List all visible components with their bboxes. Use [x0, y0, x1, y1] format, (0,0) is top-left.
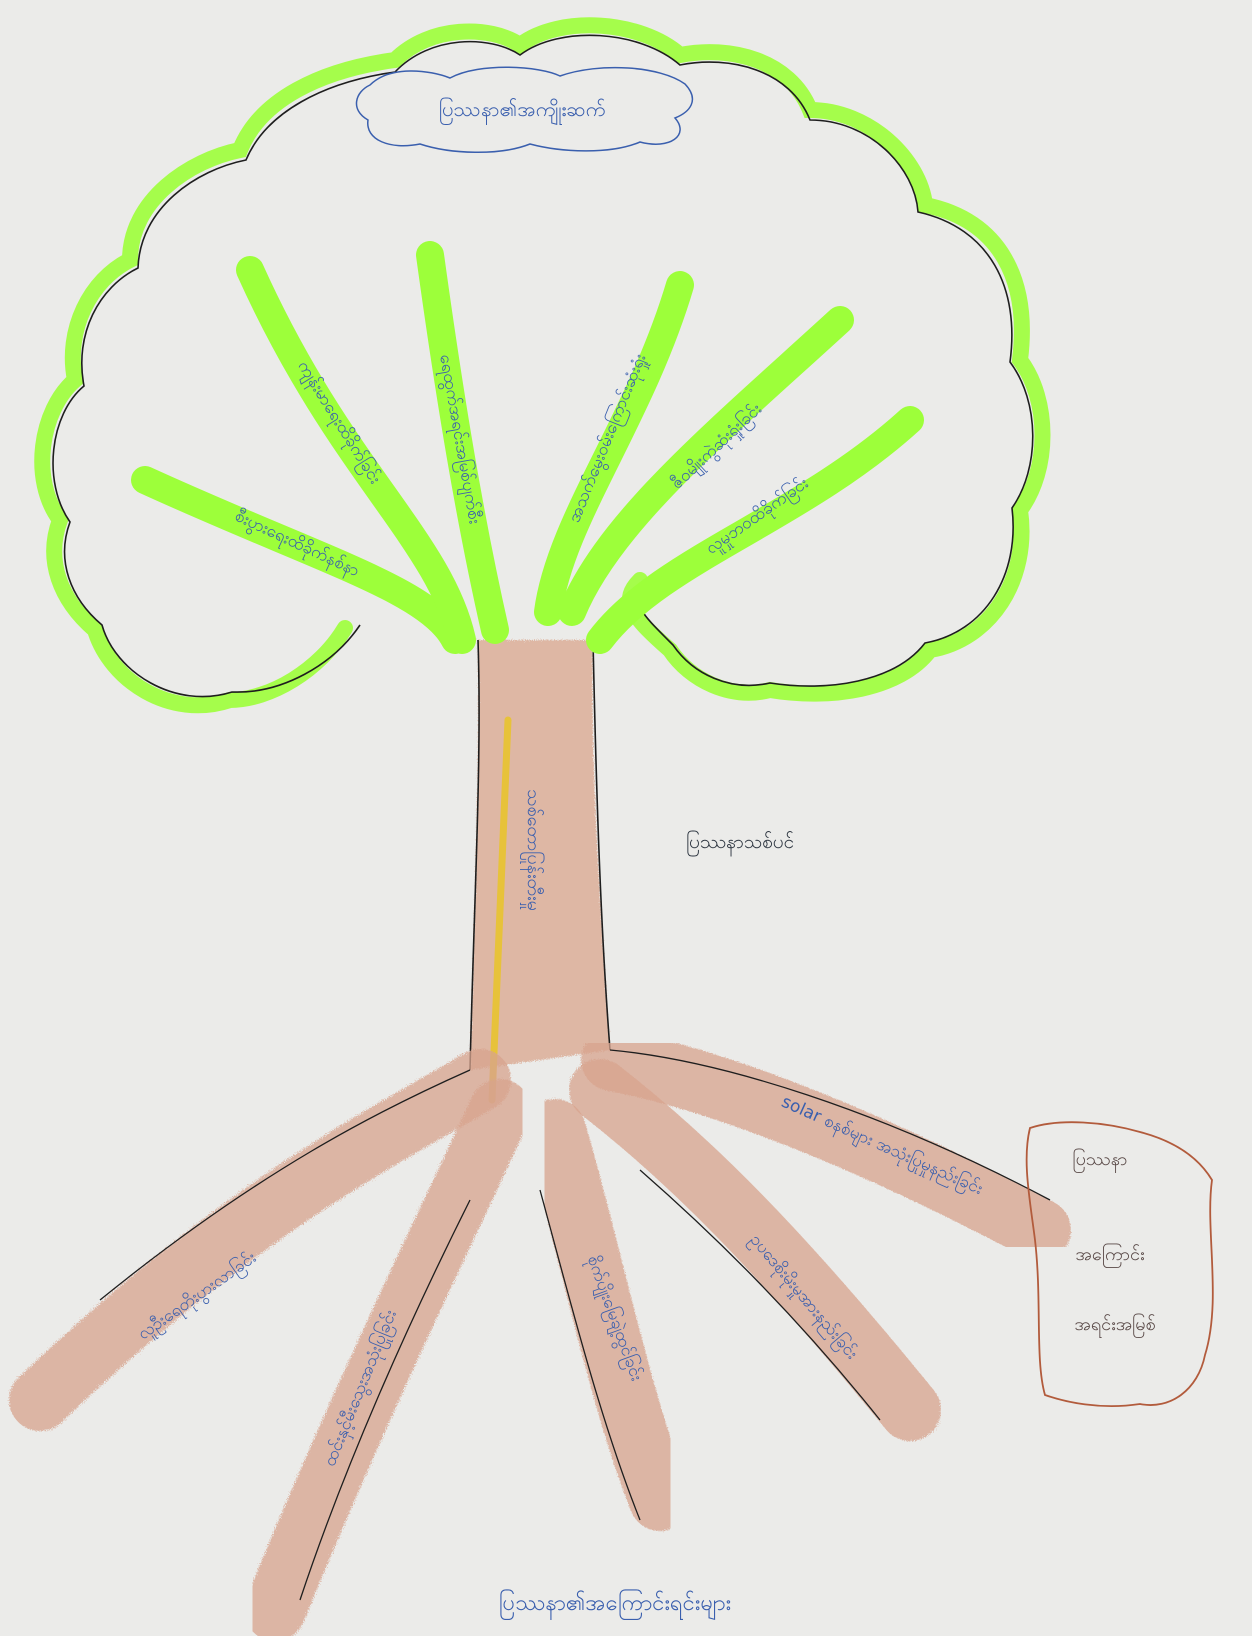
branch-stroke-1 [145, 480, 455, 640]
trunk-text: သစ်တောပြုန်းတီးမှု [520, 789, 545, 911]
trunk-label: ပြဿနာသစ်ပင် [686, 829, 794, 857]
branch-label-1: စီးပွားရေးထိခိုက်နစ်နာ [230, 506, 362, 584]
side-box-line-3: အရင်းအမြစ် [1074, 1313, 1155, 1338]
branches [145, 255, 910, 640]
roots-label: ပြဿနာ၏အကြောင်းရင်းများ [499, 1589, 731, 1620]
side-box: ပြဿနာ အကြောင်း အရင်းအမြစ် [1027, 1122, 1213, 1406]
crown-title: ပြဿနာ၏အကျိုးဆက် [439, 97, 606, 125]
roots [40, 1050, 1050, 1610]
branch-stroke-6 [600, 420, 910, 640]
branch-label-5: ဇီဝမျိုးကွဲဆုံးရှုံးခြင်း [666, 398, 768, 496]
side-box-line-2: အကြောင်း [1075, 1243, 1144, 1268]
branch-label-2: ကျန်းမာရေးထိခိုက်ခြင်း [291, 356, 387, 489]
side-box-line-1: ပြဿနာ [1073, 1148, 1128, 1173]
crown-title-cloud: ပြဿနာ၏အကျိုးဆက် [356, 67, 692, 152]
